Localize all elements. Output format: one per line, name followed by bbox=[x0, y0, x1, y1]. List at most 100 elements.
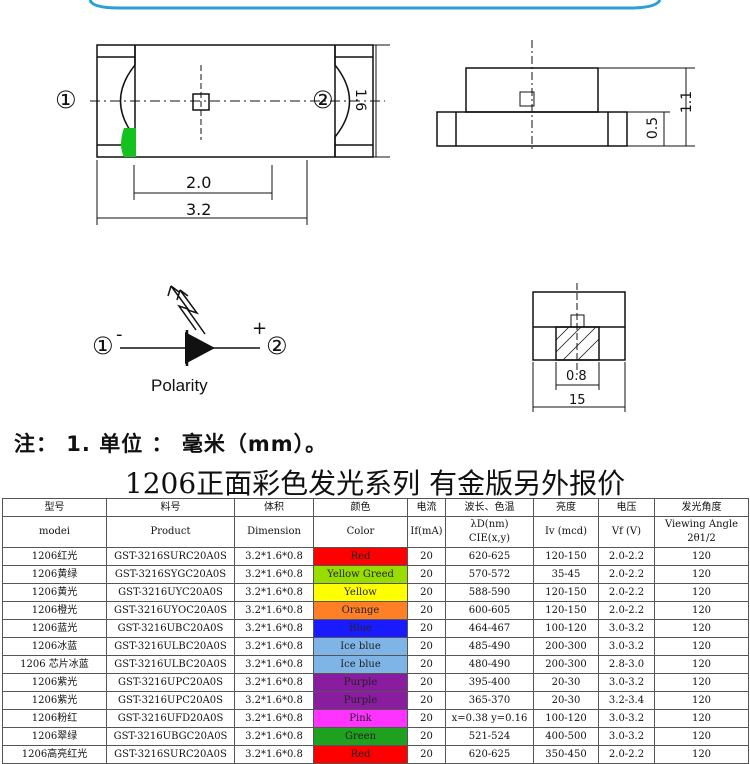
minus-sign: - bbox=[116, 324, 123, 345]
plus-sign: + bbox=[252, 318, 268, 339]
header-cn-cell: 体积 bbox=[234, 498, 314, 517]
wavelength-cell: 620-625 bbox=[445, 745, 534, 764]
product-cell: GST-3216UPC20A0S bbox=[106, 673, 235, 692]
wavelength-cell: 480-490 bbox=[445, 655, 534, 674]
dim-width-inner: 2.0 bbox=[186, 173, 212, 192]
dimension-cell: 3.2*1.6*0.8 bbox=[234, 583, 314, 602]
color-cell: Orange bbox=[313, 601, 408, 620]
color-cell: Pink bbox=[313, 709, 408, 728]
intensity-cell: 20-30 bbox=[533, 673, 599, 692]
header-cn-cell: 型号 bbox=[2, 498, 107, 517]
voltage-cell: 2.0-2.2 bbox=[598, 565, 655, 584]
wavelength-cell: 521-524 bbox=[445, 727, 534, 746]
dimension-cell: 3.2*1.6*0.8 bbox=[234, 709, 314, 728]
product-cell: GST-3216ULBC20A0S bbox=[106, 637, 235, 656]
voltage-cell: 2.0-2.2 bbox=[598, 745, 655, 764]
color-cell: Ice blue bbox=[313, 637, 408, 656]
polarity-symbol bbox=[120, 285, 260, 366]
intensity-cell: 200-300 bbox=[533, 637, 599, 656]
current-cell: 20 bbox=[407, 583, 446, 602]
side-view bbox=[436, 40, 695, 150]
angle-cell: 120 bbox=[654, 565, 749, 584]
voltage-cell: 2.0-2.2 bbox=[598, 547, 655, 566]
product-cell: GST-3216UBGC20A0S bbox=[106, 727, 235, 746]
dimension-cell: 3.2*1.6*0.8 bbox=[234, 655, 314, 674]
top-view bbox=[90, 44, 390, 225]
voltage-cell: 3.0-3.2 bbox=[598, 673, 655, 692]
header-frame bbox=[88, 0, 662, 10]
header-en-cell: Color bbox=[313, 516, 408, 548]
wavelength-cell: 485-490 bbox=[445, 637, 534, 656]
current-cell: 20 bbox=[407, 709, 446, 728]
voltage-cell: 2.0-2.2 bbox=[598, 601, 655, 620]
model-cell: 1206蓝光 bbox=[2, 619, 107, 638]
color-cell: Red bbox=[313, 547, 408, 566]
angle-cell: 120 bbox=[654, 547, 749, 566]
header-en-cell: Viewing Angle 2θ1/2 bbox=[654, 516, 749, 548]
product-cell: GST-3216UFD20A0S bbox=[106, 709, 235, 728]
angle-cell: 120 bbox=[654, 583, 749, 602]
intensity-cell: 120-150 bbox=[533, 583, 599, 602]
angle-cell: 120 bbox=[654, 655, 749, 674]
header-cn-cell: 颜色 bbox=[313, 498, 408, 517]
header-cn-cell: 料号 bbox=[106, 498, 235, 517]
wavelength-cell: x=0.38 y=0.16 bbox=[445, 709, 534, 728]
voltage-cell: 3.0-3.2 bbox=[598, 727, 655, 746]
pad-view bbox=[532, 283, 626, 412]
dim-pad: 0.8 bbox=[566, 369, 587, 384]
model-cell: 1206黄绿 bbox=[2, 565, 107, 584]
current-cell: 20 bbox=[407, 655, 446, 674]
dimension-cell: 3.2*1.6*0.8 bbox=[234, 637, 314, 656]
dimension-cell: 3.2*1.6*0.8 bbox=[234, 673, 314, 692]
header-en-cell: modei bbox=[2, 516, 107, 548]
current-cell: 20 bbox=[407, 745, 446, 764]
polarity-mark bbox=[121, 128, 136, 157]
dimension-cell: 3.2*1.6*0.8 bbox=[234, 727, 314, 746]
product-cell: GST-3216UYC20A0S bbox=[106, 583, 235, 602]
voltage-cell: 3.0-3.2 bbox=[598, 637, 655, 656]
voltage-cell: 2.0-2.2 bbox=[598, 583, 655, 602]
model-cell: 1206橙光 bbox=[2, 601, 107, 620]
dim-height: 1.6 bbox=[352, 88, 369, 112]
header-en-cell: Vf (V) bbox=[598, 516, 655, 548]
current-cell: 20 bbox=[407, 691, 446, 710]
dimension-cell: 3.2*1.6*0.8 bbox=[234, 745, 314, 764]
wavelength-cell: 395-400 bbox=[445, 673, 534, 692]
current-cell: 20 bbox=[407, 565, 446, 584]
header-cn-cell: 发光角度 bbox=[654, 498, 749, 517]
color-cell: Yellow bbox=[313, 583, 408, 602]
angle-cell: 120 bbox=[654, 691, 749, 710]
voltage-cell: 3.0-3.2 bbox=[598, 619, 655, 638]
color-cell: Yellow Greed bbox=[313, 565, 408, 584]
product-cell: GST-3216UYOC20A0S bbox=[106, 601, 235, 620]
product-cell: GST-3216UBC20A0S bbox=[106, 619, 235, 638]
wavelength-cell: 600-605 bbox=[445, 601, 534, 620]
intensity-cell: 120-150 bbox=[533, 547, 599, 566]
color-cell: Ice blue bbox=[313, 655, 408, 674]
angle-cell: 120 bbox=[654, 601, 749, 620]
color-cell: Green bbox=[313, 727, 408, 746]
intensity-cell: 20-30 bbox=[533, 691, 599, 710]
current-cell: 20 bbox=[407, 637, 446, 656]
wavelength-cell: 464-467 bbox=[445, 619, 534, 638]
header-cn-cell: 波长、色温 bbox=[445, 498, 534, 517]
current-cell: 20 bbox=[407, 547, 446, 566]
model-cell: 1206粉红 bbox=[2, 709, 107, 728]
intensity-cell: 350-450 bbox=[533, 745, 599, 764]
header-cn-cell: 电压 bbox=[598, 498, 655, 517]
current-cell: 20 bbox=[407, 673, 446, 692]
dimension-cell: 3.2*1.6*0.8 bbox=[234, 565, 314, 584]
dim-width-total: 3.2 bbox=[186, 200, 212, 219]
model-cell: 1206紫光 bbox=[2, 673, 107, 692]
voltage-cell: 3.2-3.4 bbox=[598, 691, 655, 710]
anode-pin-label: ① bbox=[92, 332, 114, 360]
dim-side-total: 1.1 bbox=[679, 90, 696, 114]
package-drawing bbox=[90, 40, 695, 412]
model-cell: 1206黄光 bbox=[2, 583, 107, 602]
